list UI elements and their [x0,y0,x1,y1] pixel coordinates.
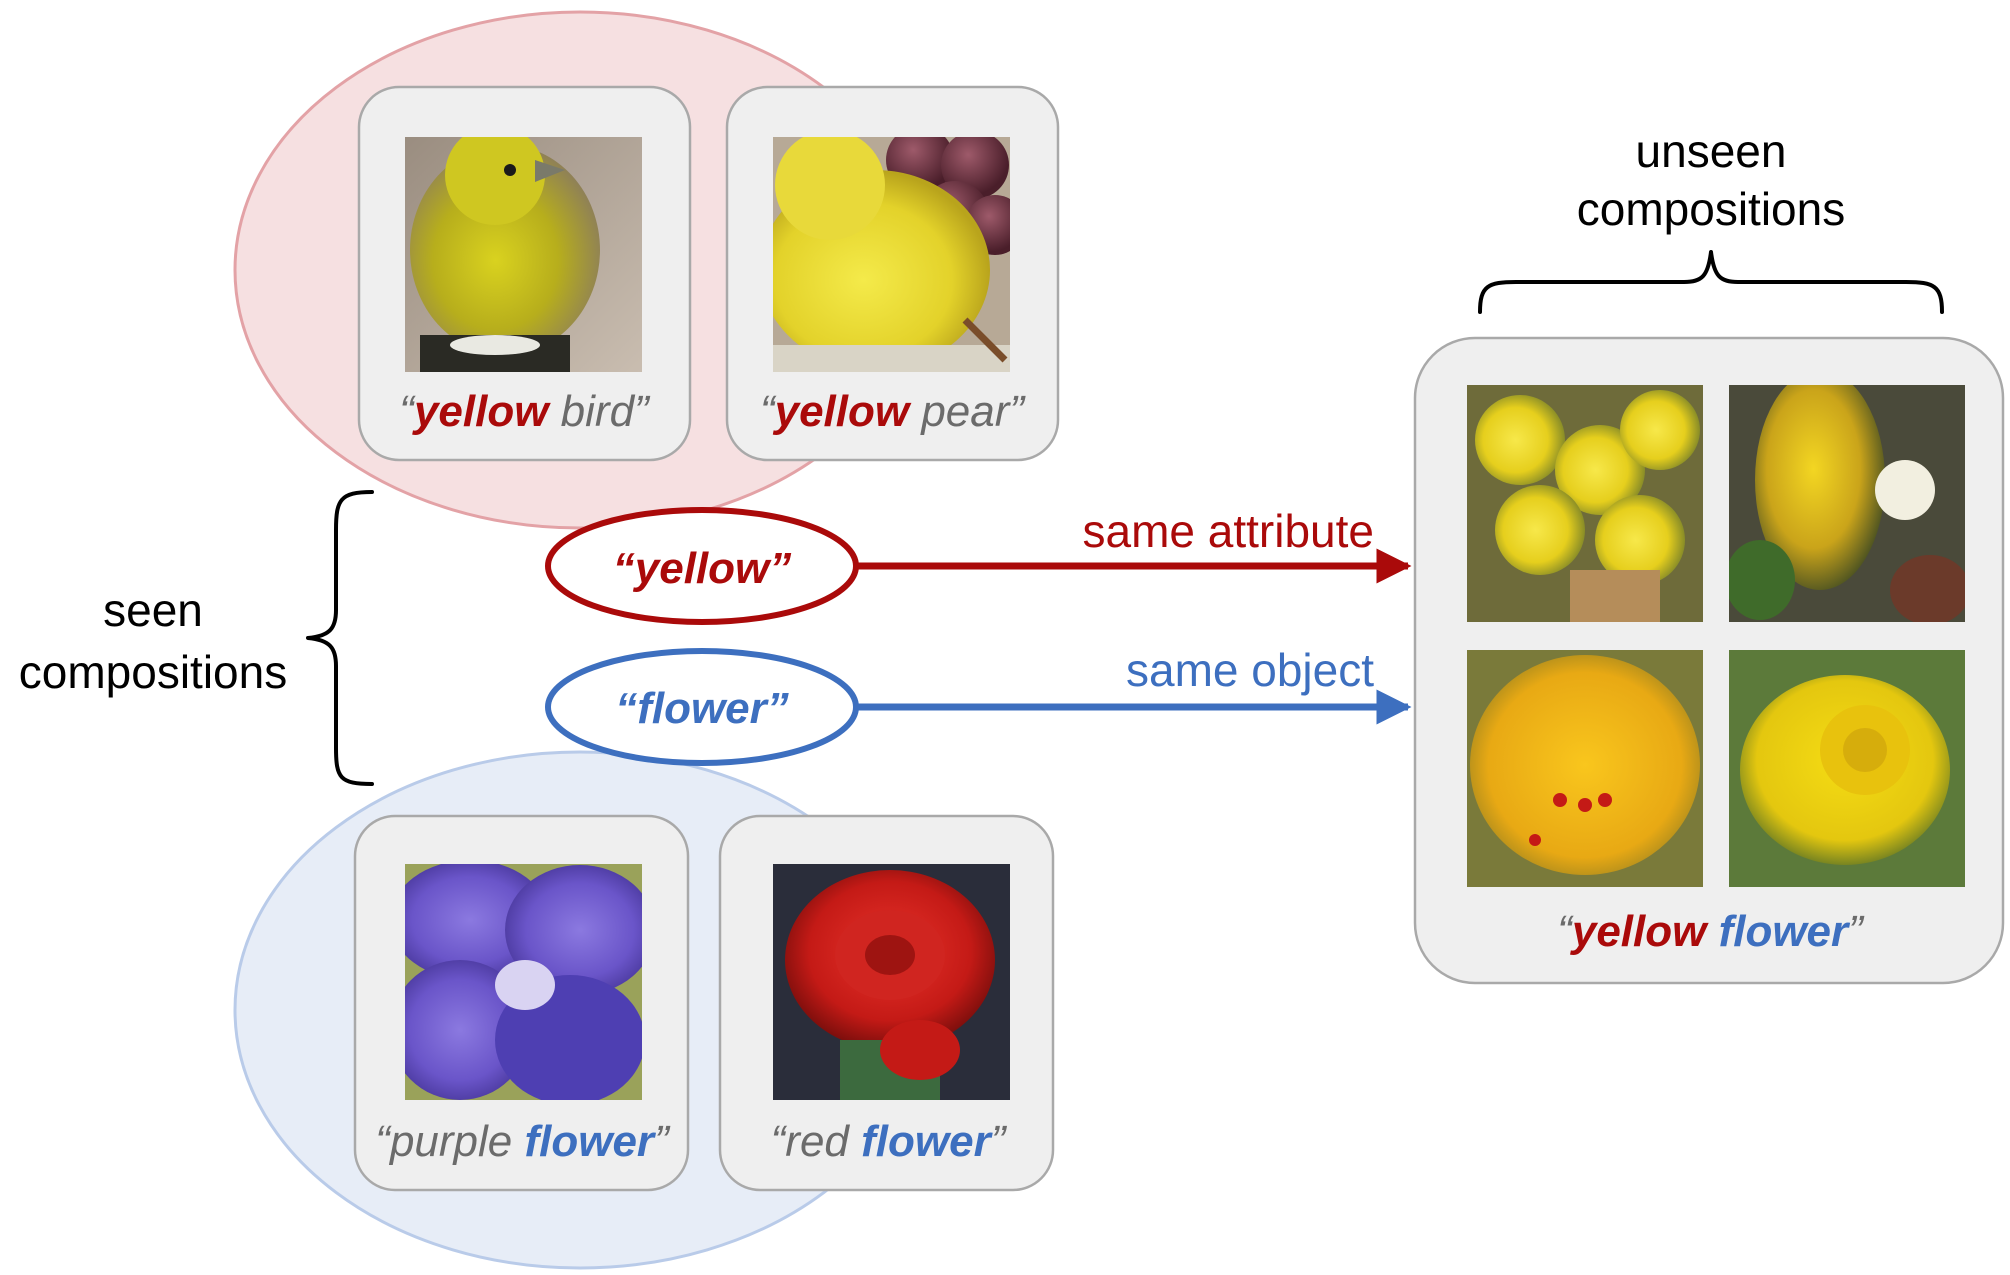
seen-compositions-label-group: seen compositions [19,490,374,786]
seen-attribute-group: “yellow bird” “yellow pear” [233,10,1060,530]
seen-label-line1: seen [103,584,203,636]
unseen-label-line1: unseen [1636,125,1787,177]
yellow-pear-photo [773,137,1010,372]
unseen-label-line2: compositions [1577,183,1845,235]
unseen-card-yellow-flower: “yellow flower” [1413,336,2005,985]
seen-label-line2: compositions [19,646,287,698]
seen-card-yellow-bird: “yellow bird” [357,85,692,462]
seen-card-purple-flower-caption: “purple flower” [375,1117,671,1166]
seen-card-yellow-pear: “yellow pear” [725,85,1060,462]
attribute-oval [545,507,859,625]
seen-brace [306,490,374,786]
purple-flower-photo [405,864,642,1100]
seen-card-red-flower: “red flower” [718,814,1055,1192]
yellow-daffodil-closeup-photo [1729,650,1965,887]
unseen-compositions-label-group: unseen compositions [1478,125,1944,314]
seen-object-group: “purple flower” “red flower” [233,750,1055,1270]
unseen-card-caption: “yellow flower” [1557,907,1865,956]
yellow-lily-photo [1467,650,1703,887]
same-object-label: same object [1126,644,1374,696]
attribute-primitive-text: “yellow” [613,544,792,593]
same-attribute-label: same attribute [1083,505,1374,557]
same-attribute-arrow-group: same attribute [858,505,1412,584]
object-primitive: “flower” [545,648,859,766]
yellow-daffodils-vase-photo [1467,385,1703,622]
seen-card-purple-flower: “purple flower” [353,814,690,1192]
seen-card-yellow-pear-caption: “yellow pear” [760,387,1026,436]
seen-card-red-flower-caption: “red flower” [771,1117,1008,1166]
object-oval [545,648,859,766]
yellow-bird-photo [405,137,642,372]
yellow-forsythia-photo [1729,385,1965,622]
red-rose-photo [773,864,1010,1100]
seen-card-yellow-bird-caption: “yellow bird” [399,387,651,436]
attribute-primitive: “yellow” [545,507,859,625]
object-primitive-text: “flower” [615,684,789,733]
unseen-brace [1478,250,1944,314]
same-object-arrow-group: same object [858,644,1412,725]
